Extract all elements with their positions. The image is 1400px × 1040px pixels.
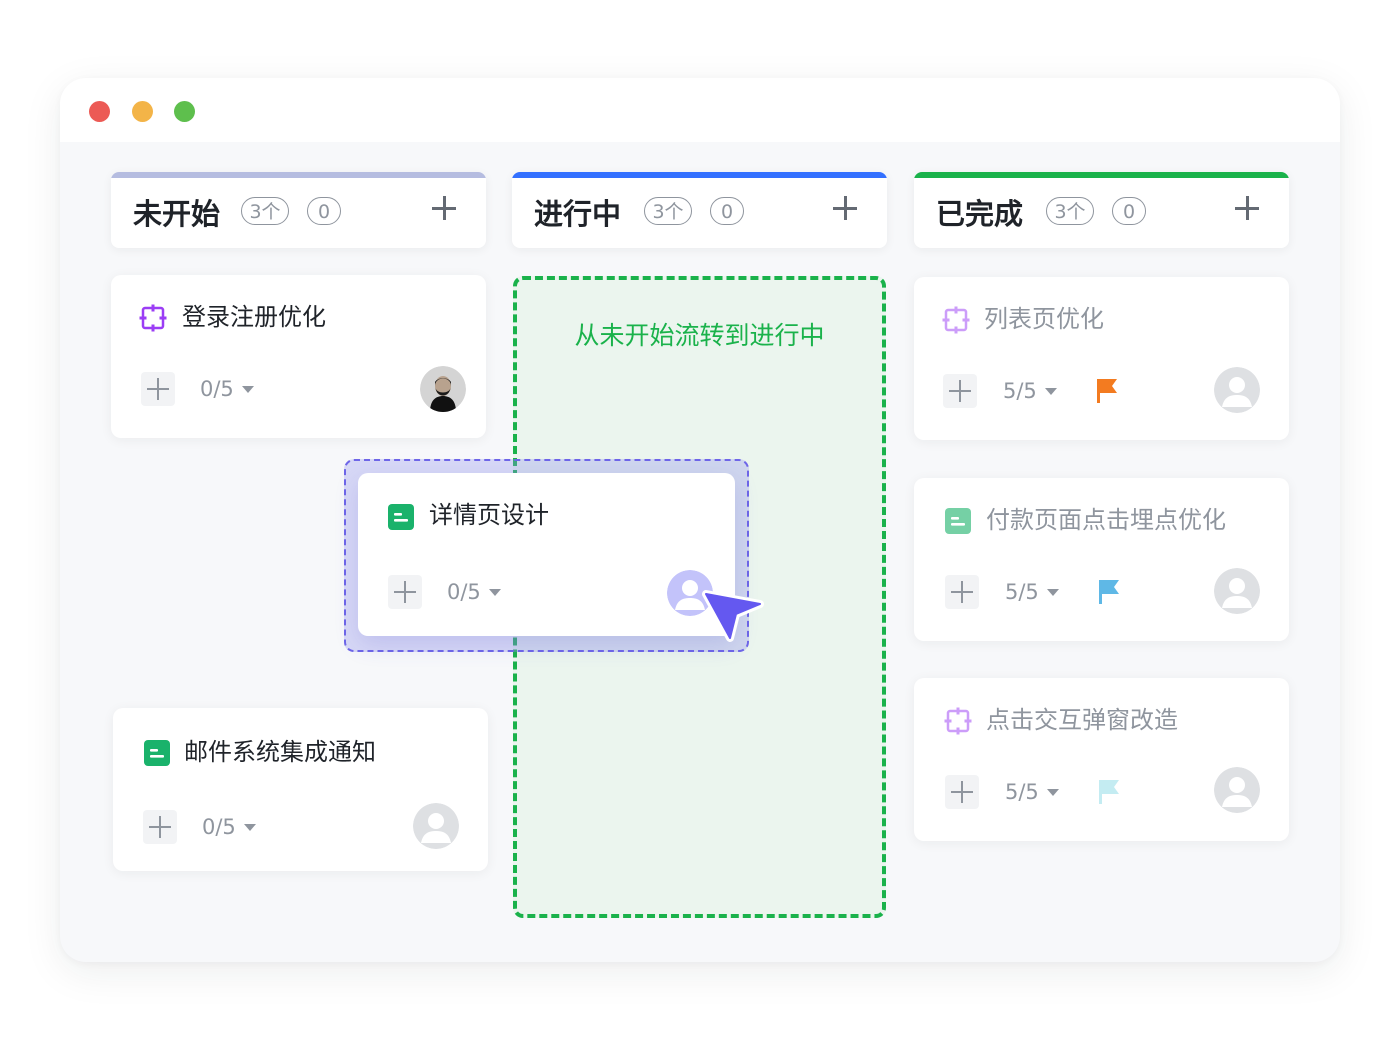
- placeholder-avatar[interactable]: [413, 803, 459, 849]
- minimize-window-button[interactable]: [132, 101, 153, 122]
- chevron-down-icon: [1044, 387, 1057, 395]
- task-card[interactable]: 邮件系统集成通知 0/5: [113, 708, 488, 871]
- chevron-down-icon: [241, 385, 254, 393]
- subtask-progress: 5/5: [1005, 780, 1039, 804]
- column-count-badge: 3个: [644, 197, 692, 225]
- column-title: 进行中: [534, 197, 622, 231]
- subtask-progress: 0/5: [447, 580, 481, 604]
- column-header-not-started: 未开始 3个 0: [111, 172, 486, 248]
- column-count-badge: 3个: [1046, 197, 1094, 225]
- priority-flag-icon: [1099, 780, 1119, 804]
- column-count-badge: 3个: [241, 197, 289, 225]
- add-subtask-button[interactable]: [945, 775, 979, 809]
- column-secondary-count-badge: 0: [710, 197, 744, 225]
- task-icon: [388, 504, 414, 530]
- title-bar: [60, 78, 1340, 142]
- add-card-button[interactable]: [430, 194, 458, 222]
- subtask-progress: 5/5: [1005, 580, 1039, 604]
- task-icon: [945, 508, 971, 534]
- column-secondary-count-badge: 0: [1112, 197, 1146, 225]
- requirement-icon: [942, 306, 970, 334]
- add-subtask-button[interactable]: [945, 575, 979, 609]
- add-subtask-button[interactable]: [141, 372, 175, 406]
- add-subtask-button[interactable]: [143, 810, 177, 844]
- column-title: 已完成: [936, 197, 1024, 231]
- column-secondary-count-badge: 0: [307, 197, 341, 225]
- task-card[interactable]: 付款页面点击埋点优化 5/5: [914, 478, 1289, 641]
- priority-flag-icon: [1097, 379, 1117, 403]
- task-card[interactable]: 列表页优化 5/5: [914, 277, 1289, 440]
- priority-flag-icon: [1099, 580, 1119, 604]
- drop-zone-label: 从未开始流转到进行中: [574, 321, 825, 350]
- subtask-progress: 5/5: [1003, 379, 1037, 403]
- placeholder-avatar[interactable]: [1214, 367, 1260, 413]
- card-title: 邮件系统集成通知: [184, 738, 376, 766]
- requirement-icon: [139, 304, 167, 332]
- card-title: 付款页面点击埋点优化: [986, 506, 1226, 534]
- subtask-progress-dropdown[interactable]: 0/5: [202, 812, 256, 842]
- chevron-down-icon: [1046, 588, 1059, 596]
- column-accent-bar: [512, 172, 887, 178]
- task-icon: [144, 740, 170, 766]
- task-card[interactable]: 点击交互弹窗改造 5/5: [914, 678, 1289, 841]
- dragging-task-card[interactable]: 详情页设计 0/5: [358, 473, 735, 636]
- card-title: 登录注册优化: [182, 303, 326, 331]
- close-window-button[interactable]: [89, 101, 110, 122]
- subtask-progress: 0/5: [200, 377, 234, 401]
- placeholder-avatar[interactable]: [1214, 767, 1260, 813]
- add-card-button[interactable]: [831, 194, 859, 222]
- column-header-in-progress: 进行中 3个 0: [512, 172, 887, 248]
- card-title: 详情页设计: [429, 501, 549, 529]
- card-title: 点击交互弹窗改造: [986, 706, 1178, 734]
- card-title: 列表页优化: [984, 305, 1104, 333]
- subtask-progress-dropdown[interactable]: 0/5: [200, 374, 254, 404]
- placeholder-avatar[interactable]: [667, 570, 713, 616]
- requirement-icon: [944, 707, 972, 735]
- subtask-progress-dropdown[interactable]: 5/5: [1003, 376, 1057, 406]
- add-subtask-button[interactable]: [943, 374, 977, 408]
- add-subtask-button[interactable]: [388, 575, 422, 609]
- column-accent-bar: [914, 172, 1289, 178]
- placeholder-avatar[interactable]: [1214, 568, 1260, 614]
- column-accent-bar: [111, 172, 486, 178]
- task-card[interactable]: 登录注册优化 0/5: [111, 275, 486, 438]
- chevron-down-icon: [488, 588, 501, 596]
- subtask-progress-dropdown[interactable]: 5/5: [1005, 577, 1059, 607]
- chevron-down-icon: [1046, 788, 1059, 796]
- subtask-progress-dropdown[interactable]: 5/5: [1005, 777, 1059, 807]
- pointer-cursor-icon: [702, 590, 764, 642]
- column-header-done: 已完成 3个 0: [914, 172, 1289, 248]
- maximize-window-button[interactable]: [174, 101, 195, 122]
- add-card-button[interactable]: [1233, 194, 1261, 222]
- chevron-down-icon: [243, 823, 256, 831]
- photo-avatar[interactable]: [420, 366, 466, 412]
- subtask-progress-dropdown[interactable]: 0/5: [447, 577, 501, 607]
- subtask-progress: 0/5: [202, 815, 236, 839]
- column-title: 未开始: [133, 197, 221, 231]
